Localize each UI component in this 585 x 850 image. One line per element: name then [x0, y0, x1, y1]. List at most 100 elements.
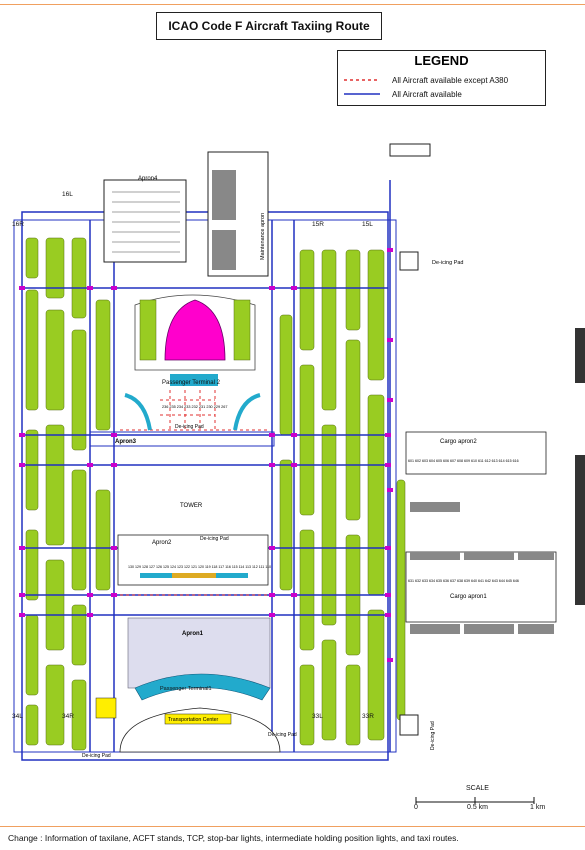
holding-position-markers — [19, 248, 393, 662]
perimeter-taxiway — [21, 211, 389, 761]
stop-bar-marker — [111, 546, 117, 550]
hangar-block — [212, 230, 236, 270]
solid-blue-line-icon — [344, 93, 380, 95]
airport-map: Apron4 Maintenance apron De-icing Pad Pa… — [12, 143, 557, 761]
stop-bar-marker — [269, 286, 275, 290]
change-note: Change : Information of taxilane, ACFT s… — [8, 833, 459, 843]
legend-item-a380-restricted: All Aircraft available except A380 — [344, 73, 508, 87]
scale-bar — [415, 797, 535, 804]
scale-tick-half: 0.5 km — [467, 804, 489, 811]
stop-bar-marker — [19, 286, 25, 290]
apron2-concourse-mid — [172, 573, 216, 578]
runway-label-34r: 34R — [62, 713, 74, 720]
stop-bar-marker — [87, 613, 93, 617]
cargo-apron2-label: Cargo apron2 — [440, 439, 477, 445]
map-title: ICAO Code F Aircraft Taxiing Route — [156, 12, 382, 40]
apron4-area — [103, 179, 187, 263]
maintenance-apron-label: Maintenance apron — [260, 213, 266, 260]
stop-bar-marker — [87, 593, 93, 597]
apron3-label: Apron3 — [115, 439, 137, 445]
terminal2-concourse — [170, 374, 218, 386]
stop-bar-marker — [111, 286, 117, 290]
cargo-apron1-area — [405, 551, 557, 623]
cargo1-stand-row: 631 632 633 634 635 636 637 638 639 640 … — [408, 579, 519, 583]
stop-bar-marker — [269, 463, 275, 467]
deicing-pad-t2-label: De-icing Pad — [175, 424, 204, 430]
stop-bar-marker — [19, 613, 25, 617]
stop-bar-marker — [387, 398, 393, 402]
stop-bar-marker — [19, 593, 25, 597]
stop-bar-marker — [385, 546, 391, 550]
stop-bar-marker — [269, 613, 275, 617]
transportation-center-zone — [119, 707, 281, 753]
terminal1-label: Passenger Terminal1 — [160, 686, 212, 692]
east-grass-strips — [299, 249, 385, 746]
stop-bar-marker — [19, 463, 25, 467]
footer-rule — [0, 826, 585, 827]
stop-bar-marker — [385, 463, 391, 467]
terminal1-building — [134, 673, 271, 701]
apron4-stands — [112, 191, 180, 253]
stop-bar-marker — [269, 593, 275, 597]
terminal2-pier-west — [124, 393, 152, 431]
runway-label-33r: 33R — [362, 713, 374, 720]
stop-bar-marker — [19, 433, 25, 437]
legend: LEGEND All Aircraft available except A38… — [337, 50, 546, 106]
tower-label: TOWER — [180, 503, 203, 509]
cargo-building — [410, 624, 460, 634]
transportation-center-label: Transportation Center — [168, 717, 219, 723]
runway-label-16r: 16R — [12, 221, 24, 228]
stop-bar-marker — [269, 433, 275, 437]
deicing-pad-se-label: De-icing Pad — [430, 721, 436, 750]
top-rule — [0, 4, 585, 5]
transportation-center-building — [164, 713, 232, 725]
deicing-pad-ne-label: De-icing Pad — [432, 260, 464, 266]
deicing-pad-t1-label: De-icing Pad — [268, 732, 297, 738]
apron1-label: Apron1 — [182, 631, 204, 637]
stop-bar-marker — [19, 546, 25, 550]
north-taxi-stub — [389, 143, 431, 157]
stop-bar-marker — [111, 593, 117, 597]
stop-bar-marker — [111, 433, 117, 437]
stop-bar-marker — [87, 463, 93, 467]
stop-bar-marker — [387, 488, 393, 492]
dashed-red-line-icon — [344, 79, 380, 81]
stop-bar-marker — [387, 248, 393, 252]
legend-item-all-aircraft: All Aircraft available — [344, 87, 462, 101]
terminal2-stand-row: 236 235 234 233 232 231 230 229 267 — [162, 405, 227, 409]
apron2-label: Apron2 — [152, 540, 172, 546]
runway-label-15l: 15L — [362, 221, 373, 228]
legend-label: All Aircraft available except A380 — [392, 75, 509, 85]
cargo-building — [518, 624, 554, 634]
terminal2-landscape — [139, 299, 157, 361]
legend-title: LEGEND — [414, 53, 469, 68]
stop-bar-marker — [291, 593, 297, 597]
scale-tick-0: 0 — [414, 804, 418, 811]
hangar-block — [212, 170, 236, 220]
stop-bar-marker — [385, 433, 391, 437]
stop-bar-marker — [385, 613, 391, 617]
side-tab-marker — [575, 455, 585, 605]
deicing-pad-ne-area — [399, 251, 419, 271]
stop-bar-marker — [291, 433, 297, 437]
west-grass-strips — [25, 237, 87, 751]
runway-label-33l: 33L — [312, 713, 323, 720]
stop-bar-marker — [385, 593, 391, 597]
terminal2-label: Passenger Terminal 2 — [162, 380, 221, 386]
cargo-building — [464, 624, 514, 634]
runway-label-16l: 16L — [62, 191, 73, 198]
cargo2-stand-row: 601 602 603 604 605 606 607 608 609 610 … — [408, 459, 519, 463]
apron3-area — [89, 431, 275, 447]
terminal2-pier-east — [233, 393, 261, 431]
terminal2-landscape — [233, 299, 251, 361]
stop-bar-marker — [111, 463, 117, 467]
stop-bar-marker — [387, 338, 393, 342]
stop-bar-marker — [387, 658, 393, 662]
deicing-pad-sw-label: De-icing Pad — [82, 753, 111, 759]
apron4-label: Apron4 — [138, 176, 158, 182]
runway-label-15r: 15R — [312, 221, 324, 228]
apron2-stand-row: 130 129 128 127 126 125 124 123 122 121 … — [128, 565, 271, 569]
cargo-building — [410, 502, 460, 512]
cargo-building — [518, 552, 554, 560]
stop-bar-marker — [269, 546, 275, 550]
